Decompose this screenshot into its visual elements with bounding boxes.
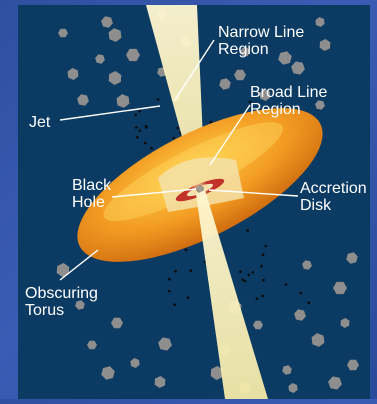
broad-line-dot — [210, 121, 213, 124]
broad-line-dot — [139, 129, 142, 132]
broad-line-dot — [264, 245, 267, 248]
label-jet: Jet — [29, 114, 51, 131]
broad-line-dot — [244, 280, 247, 283]
broad-line-dot — [246, 229, 249, 232]
broad-line-dot — [135, 126, 138, 129]
broad-line-dot — [307, 301, 310, 304]
broad-line-dot — [300, 292, 303, 295]
broad-line-dot — [285, 283, 288, 286]
broad-line-dot — [177, 127, 180, 130]
broad-line-dot — [262, 295, 265, 298]
broad-line-dot — [247, 274, 250, 277]
broad-line-dot — [260, 265, 263, 268]
broad-line-dot — [187, 296, 190, 299]
broad-line-dot — [239, 270, 242, 273]
broad-line-dot — [174, 270, 177, 273]
broad-line-dot — [262, 279, 265, 282]
broad-line-dot — [262, 254, 265, 257]
broad-line-dot — [139, 110, 142, 113]
broad-line-dot — [145, 126, 148, 129]
broad-line-dot — [256, 298, 259, 301]
broad-line-dot — [252, 271, 255, 274]
broad-line-dot — [241, 278, 244, 281]
broad-line-dot — [150, 147, 153, 150]
broad-line-dot — [157, 98, 160, 101]
broad-line-dot — [172, 137, 175, 140]
broad-line-dot — [190, 269, 193, 272]
broad-line-dot — [168, 290, 171, 293]
broad-line-dot — [136, 136, 139, 139]
broad-line-dot — [185, 249, 188, 252]
broad-line-dot — [135, 114, 138, 117]
broad-line-dot — [144, 142, 147, 145]
broad-line-dot — [173, 303, 176, 306]
broad-line-dot — [168, 278, 171, 281]
